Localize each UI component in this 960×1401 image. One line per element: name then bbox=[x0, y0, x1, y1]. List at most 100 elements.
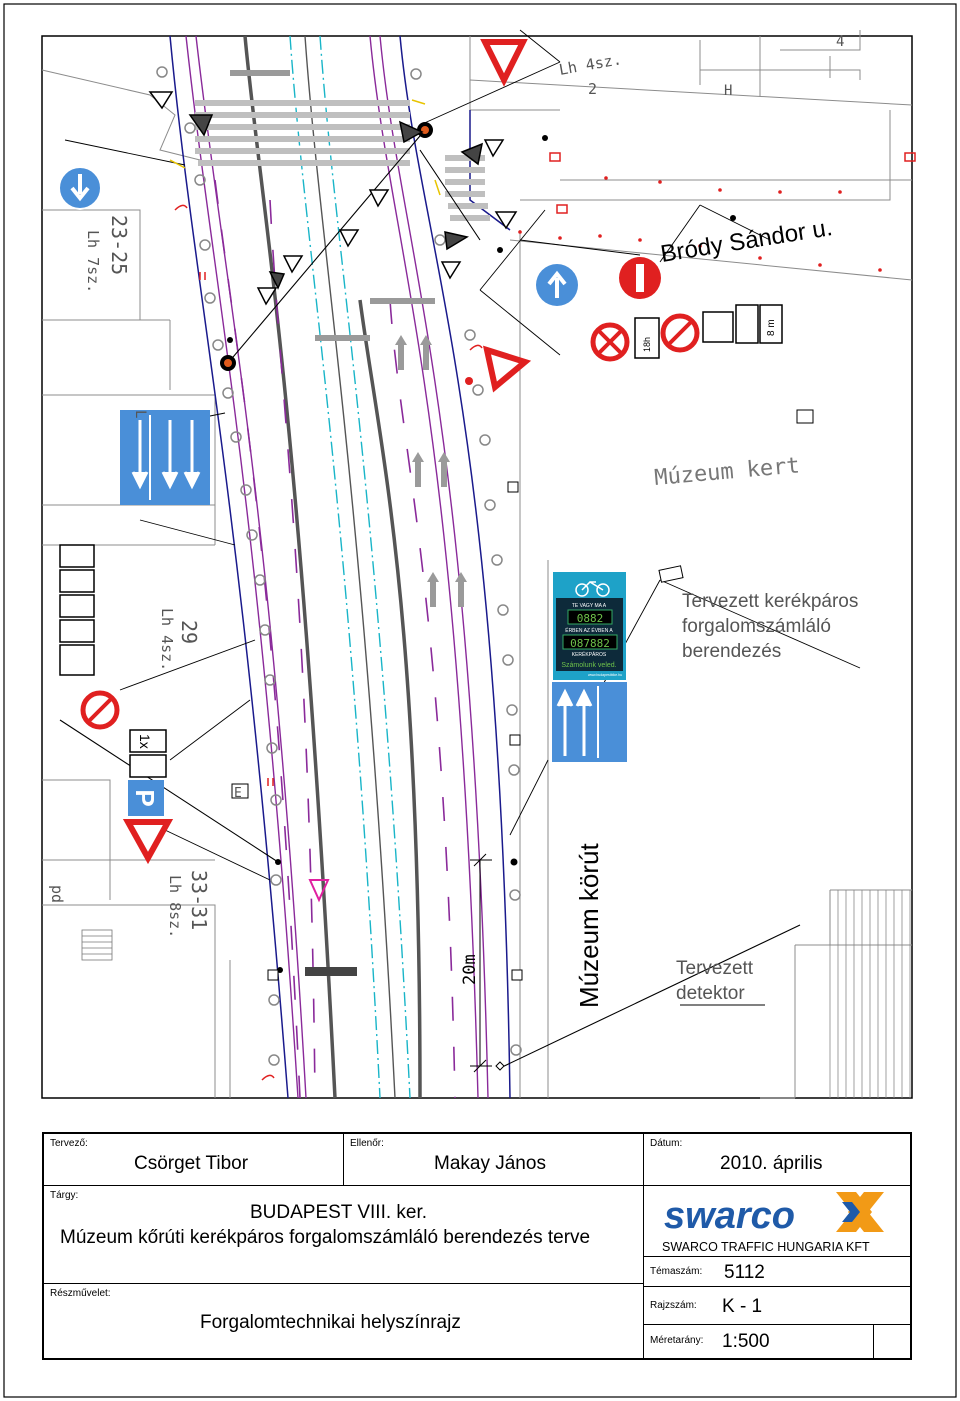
checker-name: Makay János bbox=[434, 1153, 546, 1174]
label-e: E bbox=[234, 786, 242, 801]
sign-lane-info-right bbox=[552, 682, 627, 762]
street-name-muzeum: Múzeum körút bbox=[574, 843, 604, 1008]
sign-lane-info-left bbox=[120, 410, 210, 505]
parking-sign-letter: P bbox=[130, 789, 160, 806]
subject-line2: Múzeum kőrúti kerékpáros forgalomszámlál… bbox=[60, 1227, 591, 1248]
swarco-wordmark: swarco bbox=[664, 1195, 795, 1237]
designer-name: Csörget Tibor bbox=[134, 1153, 249, 1174]
parking-sign bbox=[128, 780, 164, 816]
counter-digits2: 087882 bbox=[570, 637, 610, 650]
dimension-line bbox=[470, 853, 492, 1073]
sign-give-way-top bbox=[480, 39, 528, 87]
drawing-value: K - 1 bbox=[722, 1296, 763, 1317]
red-marks bbox=[174, 152, 916, 1081]
zebra-crossing-main bbox=[195, 100, 410, 166]
leader-lines bbox=[64, 29, 861, 1006]
signal-cables bbox=[59, 129, 801, 1069]
sign-supplementary-plates bbox=[59, 304, 783, 778]
callout-counter-line1: Tervezett kerékpáros bbox=[682, 591, 858, 612]
red-dots bbox=[465, 176, 882, 385]
sheet-border bbox=[3, 3, 957, 1398]
topic-cell: Témaszám: 5112 bbox=[644, 1257, 910, 1287]
sign-give-way-mid bbox=[482, 345, 532, 393]
date-label: Dátum: bbox=[650, 1138, 683, 1149]
counter-url: www.budapestbike.hu bbox=[588, 673, 622, 677]
label-l: L bbox=[132, 410, 148, 418]
yield-sign-magenta bbox=[308, 879, 330, 903]
subpart-label: Részművelet: bbox=[50, 1288, 111, 1299]
place-name-muzeum-kert: Múzeum kert bbox=[653, 453, 800, 491]
signal-triangles bbox=[148, 91, 518, 306]
drawing-cell: Rajzszám: K - 1 bbox=[644, 1287, 910, 1325]
building-outlines bbox=[41, 30, 913, 1099]
designer-cell: Tervező: Csörget Tibor bbox=[44, 1134, 344, 1186]
hatched-building bbox=[829, 890, 911, 1098]
label-33-31: 33-31 bbox=[187, 870, 211, 930]
sign-plate-1x: 1x bbox=[137, 734, 153, 749]
map-frame bbox=[41, 35, 913, 1099]
subject-line1: BUDAPEST VIII. ker. bbox=[250, 1202, 428, 1223]
counter-line1: TE VAGY MA A bbox=[572, 603, 607, 609]
counter-slogan: Számolunk veled. bbox=[561, 662, 616, 669]
counter-line2: ÉRBEN AZ ÉVBEN A bbox=[565, 627, 613, 634]
drawing-label: Rajzszám: bbox=[650, 1300, 697, 1311]
sign-no-stopping bbox=[590, 322, 630, 362]
label-lh4-top: Lh 4sz. bbox=[558, 50, 623, 79]
sign-no-parking-left bbox=[80, 690, 120, 730]
sign-no-parking bbox=[660, 313, 700, 353]
subpart-cell: Részművelet: Forgalomtechnikai helyszínr… bbox=[44, 1284, 644, 1358]
label-num-4: 4 bbox=[836, 34, 844, 50]
yellow-marks bbox=[169, 99, 441, 196]
callout-detector-line2: detektor bbox=[676, 983, 745, 1004]
dimension-label: 20m bbox=[460, 954, 480, 985]
counter-digits1: 0882 bbox=[577, 612, 604, 625]
counter-line3: KERÉKPÁROS bbox=[572, 651, 607, 658]
boxes bbox=[231, 409, 814, 981]
label-num-2: 2 bbox=[588, 80, 597, 98]
stair-hatch bbox=[81, 929, 113, 961]
tram-tracks bbox=[304, 35, 396, 1099]
label-lh8: Lh 8sz. bbox=[166, 875, 184, 938]
checker-cell: Ellenőr: Makay János bbox=[344, 1134, 644, 1186]
trees bbox=[156, 66, 522, 1066]
subject-label: Tárgy: bbox=[50, 1190, 79, 1201]
scale-cell: Méretarány: 1:500 bbox=[644, 1325, 874, 1358]
date-value: 2010. április bbox=[720, 1153, 823, 1174]
sign-mandatory-up bbox=[536, 264, 578, 306]
label-h: H bbox=[724, 83, 732, 99]
street-name-brody: Bródy Sándor u. bbox=[659, 214, 835, 268]
designer-label: Tervező: bbox=[50, 1138, 88, 1149]
topic-value: 5112 bbox=[724, 1262, 765, 1283]
label-pd: pd bbox=[48, 885, 66, 903]
lane-arrows bbox=[395, 335, 467, 607]
sign-no-entry bbox=[619, 257, 661, 299]
title-block: Tervező: Csörget Tibor Ellenőr: Makay Já… bbox=[42, 1132, 912, 1360]
signal-poles bbox=[220, 122, 736, 973]
checker-label: Ellenőr: bbox=[350, 1138, 384, 1149]
callout-detector-line1: Tervezett bbox=[676, 958, 754, 979]
label-lh7: Lh 7sz. bbox=[84, 230, 102, 293]
lane-dashes bbox=[214, 179, 456, 1099]
subject-cell: Tárgy: BUDAPEST VIII. ker. Múzeum kőrúti… bbox=[44, 1186, 644, 1284]
tram-axes bbox=[289, 35, 411, 1099]
company-name: SWARCO TRAFFIC HUNGARIA KFT bbox=[662, 1240, 870, 1254]
callout-counter-line2: forgalomszámláló bbox=[682, 616, 831, 637]
date-cell: Dátum: 2010. április bbox=[644, 1134, 910, 1186]
label-lh4-mid: Lh 4sz. bbox=[158, 608, 176, 671]
bike-lane-lines bbox=[185, 35, 489, 1099]
sign-mandatory-down bbox=[58, 166, 102, 210]
carriageway-edges bbox=[243, 35, 422, 1099]
stop-lines bbox=[230, 70, 435, 976]
subpart-value: Forgalomtechnikai helyszínrajz bbox=[200, 1312, 461, 1333]
zebra-crossing-side bbox=[445, 155, 490, 221]
sign-plate-8m: 8 m bbox=[766, 319, 777, 336]
label-29: 29 bbox=[177, 620, 201, 644]
bike-counter-device bbox=[553, 572, 626, 680]
topic-label: Témaszám: bbox=[650, 1266, 703, 1277]
callout-counter-line3: berendezés bbox=[682, 641, 781, 662]
scale-value: 1:500 bbox=[722, 1331, 770, 1352]
swarco-logo: swarco bbox=[664, 1192, 884, 1237]
logo-cell: swarco SWARCO TRAFFIC HUNGARIA KFT bbox=[644, 1186, 910, 1257]
sign-give-way-bike bbox=[122, 819, 174, 865]
